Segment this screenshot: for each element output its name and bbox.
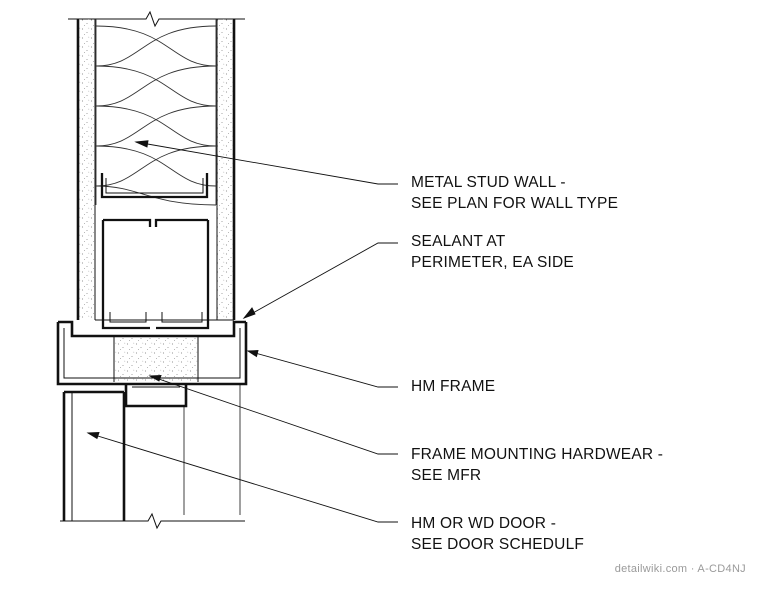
gypsum-board-right — [216, 19, 236, 320]
frame-mounting-hardware — [113, 336, 199, 408]
gypsum-board-left — [76, 19, 96, 320]
batt-insulation — [95, 19, 217, 206]
metal-stud-top — [100, 173, 209, 199]
callout-line2: PERIMETER, EA SIDE — [411, 254, 574, 271]
top-break-line — [68, 10, 245, 28]
callout-line1: METAL STUD WALL - — [411, 174, 566, 191]
callout-line1: HM OR WD DOOR - — [411, 515, 557, 532]
callout-line2: SEE MFR — [411, 467, 482, 484]
door-leaf — [62, 384, 241, 521]
callout-line2: SEE PLAN FOR WALL TYPE — [411, 195, 619, 212]
callout-line2: SEE DOOR SCHEDULF — [411, 536, 585, 553]
callout-door: HM OR WD DOOR - SEE DOOR SCHEDULF — [411, 513, 584, 555]
watermark: detailwiki.com · A-CD4NJ — [614, 563, 746, 575]
callout-line1: HM FRAME — [411, 378, 496, 395]
metal-stud-head — [101, 218, 210, 330]
callout-metal-stud-wall: METAL STUD WALL - SEE PLAN FOR WALL TYPE — [411, 172, 618, 214]
callout-hm-frame: HM FRAME — [411, 376, 495, 397]
leader-lines — [86, 140, 398, 523]
bottom-break-line — [60, 512, 245, 530]
callout-line1: FRAME MOUNTING HARDWEAR - — [411, 446, 664, 463]
callout-line1: SEALANT AT — [411, 233, 506, 250]
callout-sealant: SEALANT AT PERIMETER, EA SIDE — [411, 231, 574, 273]
callout-frame-mounting: FRAME MOUNTING HARDWEAR - SEE MFR — [411, 444, 663, 486]
